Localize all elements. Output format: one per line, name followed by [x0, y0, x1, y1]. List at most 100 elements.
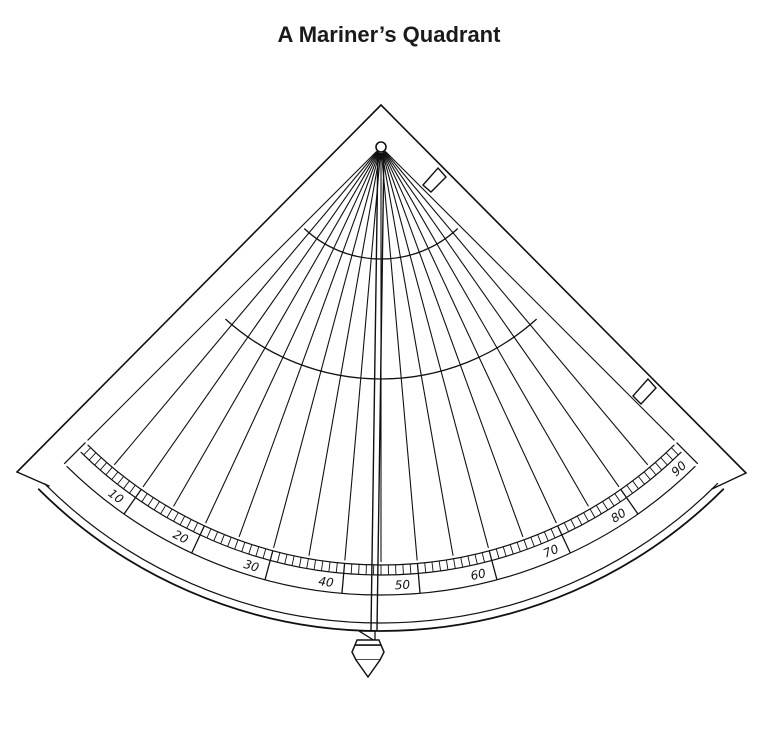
plumb-cord	[370, 146, 385, 631]
sight-vanes	[422, 166, 657, 406]
degree-label: 70	[541, 542, 561, 561]
plumb-bob-cap	[353, 639, 383, 646]
minor-tick	[186, 519, 192, 529]
quadrant-frame	[16, 104, 747, 632]
minor-tick	[206, 528, 212, 539]
minor-tick	[643, 471, 651, 480]
frame-right-corner	[711, 472, 747, 490]
minor-tick	[284, 554, 288, 565]
major-tick	[63, 442, 86, 465]
major-tick	[264, 550, 274, 580]
minor-tick	[350, 563, 353, 574]
major-tick	[191, 525, 205, 554]
scale-outer-arc	[66, 465, 696, 596]
degree-label: 40	[318, 574, 335, 590]
minor-tick	[589, 508, 596, 518]
minor-tick	[255, 546, 260, 557]
minor-tick	[160, 505, 167, 515]
minor-tick	[277, 552, 281, 563]
outer-arc	[37, 488, 725, 632]
pivot-pin	[375, 141, 387, 153]
minor-tick	[234, 539, 239, 550]
radial-line	[344, 152, 382, 561]
plumb-bob-body	[351, 644, 385, 661]
minor-tick	[424, 562, 427, 573]
minor-tick	[626, 484, 633, 494]
minor-tick	[474, 554, 478, 565]
radial-line	[383, 152, 557, 524]
radial-line	[381, 152, 454, 556]
inner-arc	[303, 228, 459, 260]
minor-tick	[543, 531, 549, 542]
radial-line	[273, 152, 380, 549]
minor-tick	[537, 534, 542, 544]
minor-tick	[523, 539, 528, 550]
minor-tick	[262, 548, 267, 559]
minor-tick	[649, 466, 657, 476]
minor-tick	[453, 558, 456, 569]
minor-tick	[123, 480, 130, 490]
major-tick	[620, 489, 639, 515]
minor-tick	[129, 484, 136, 494]
major-tick	[676, 442, 699, 465]
minor-tick	[495, 548, 500, 559]
minor-tick	[306, 558, 309, 569]
minor-tick	[220, 534, 225, 544]
radial-line	[142, 151, 379, 488]
minor-tick	[166, 508, 173, 518]
minor-tick	[438, 560, 442, 571]
scale-inner-arc	[87, 444, 675, 566]
minor-tick	[147, 497, 154, 507]
radial-line	[173, 151, 379, 507]
minor-tick	[248, 544, 253, 555]
minor-tick	[460, 557, 464, 568]
major-tick	[416, 563, 421, 594]
radial-line	[383, 151, 589, 507]
degree-label: 20	[171, 527, 191, 547]
lower-sight-vane	[632, 377, 657, 406]
minor-tick	[241, 542, 246, 552]
minor-tick	[570, 519, 576, 529]
degree-label: 60	[469, 566, 487, 583]
radial-line	[380, 152, 418, 561]
minor-tick	[467, 555, 471, 566]
major-tick	[123, 489, 142, 515]
radial-line	[382, 152, 524, 538]
minor-tick	[481, 552, 485, 563]
upper-sight-vane	[422, 166, 447, 193]
radial-lines	[87, 150, 675, 562]
minor-tick	[213, 531, 219, 542]
minor-tick	[328, 561, 331, 572]
major-tick	[488, 550, 498, 580]
minor-tick	[99, 462, 108, 471]
radial-line	[113, 151, 378, 466]
degree-label: 50	[394, 578, 410, 593]
minor-tick	[111, 471, 119, 480]
minor-tick	[173, 512, 179, 522]
minor-tick	[632, 480, 639, 490]
radial-line	[205, 152, 379, 524]
minor-tick	[602, 501, 609, 511]
radial-line	[308, 152, 381, 556]
plumb-line	[351, 141, 387, 679]
minor-tick	[298, 557, 302, 568]
radial-line	[384, 150, 675, 441]
plumb-bob-point	[355, 659, 381, 679]
minor-tick	[313, 559, 317, 570]
minor-tick	[576, 515, 583, 526]
minor-tick	[105, 466, 113, 476]
minor-tick	[530, 537, 535, 547]
radial-line	[87, 150, 378, 441]
minor-tick	[409, 563, 412, 574]
major-tick	[341, 563, 346, 594]
minor-tick	[671, 447, 679, 456]
minor-tick	[654, 462, 663, 471]
radial-line	[384, 151, 649, 466]
minor-tick	[402, 564, 404, 575]
radial-line	[383, 151, 620, 488]
minor-tick	[291, 555, 295, 566]
minor-tick	[445, 559, 449, 570]
major-tick	[557, 525, 571, 554]
minor-tick	[608, 497, 615, 507]
